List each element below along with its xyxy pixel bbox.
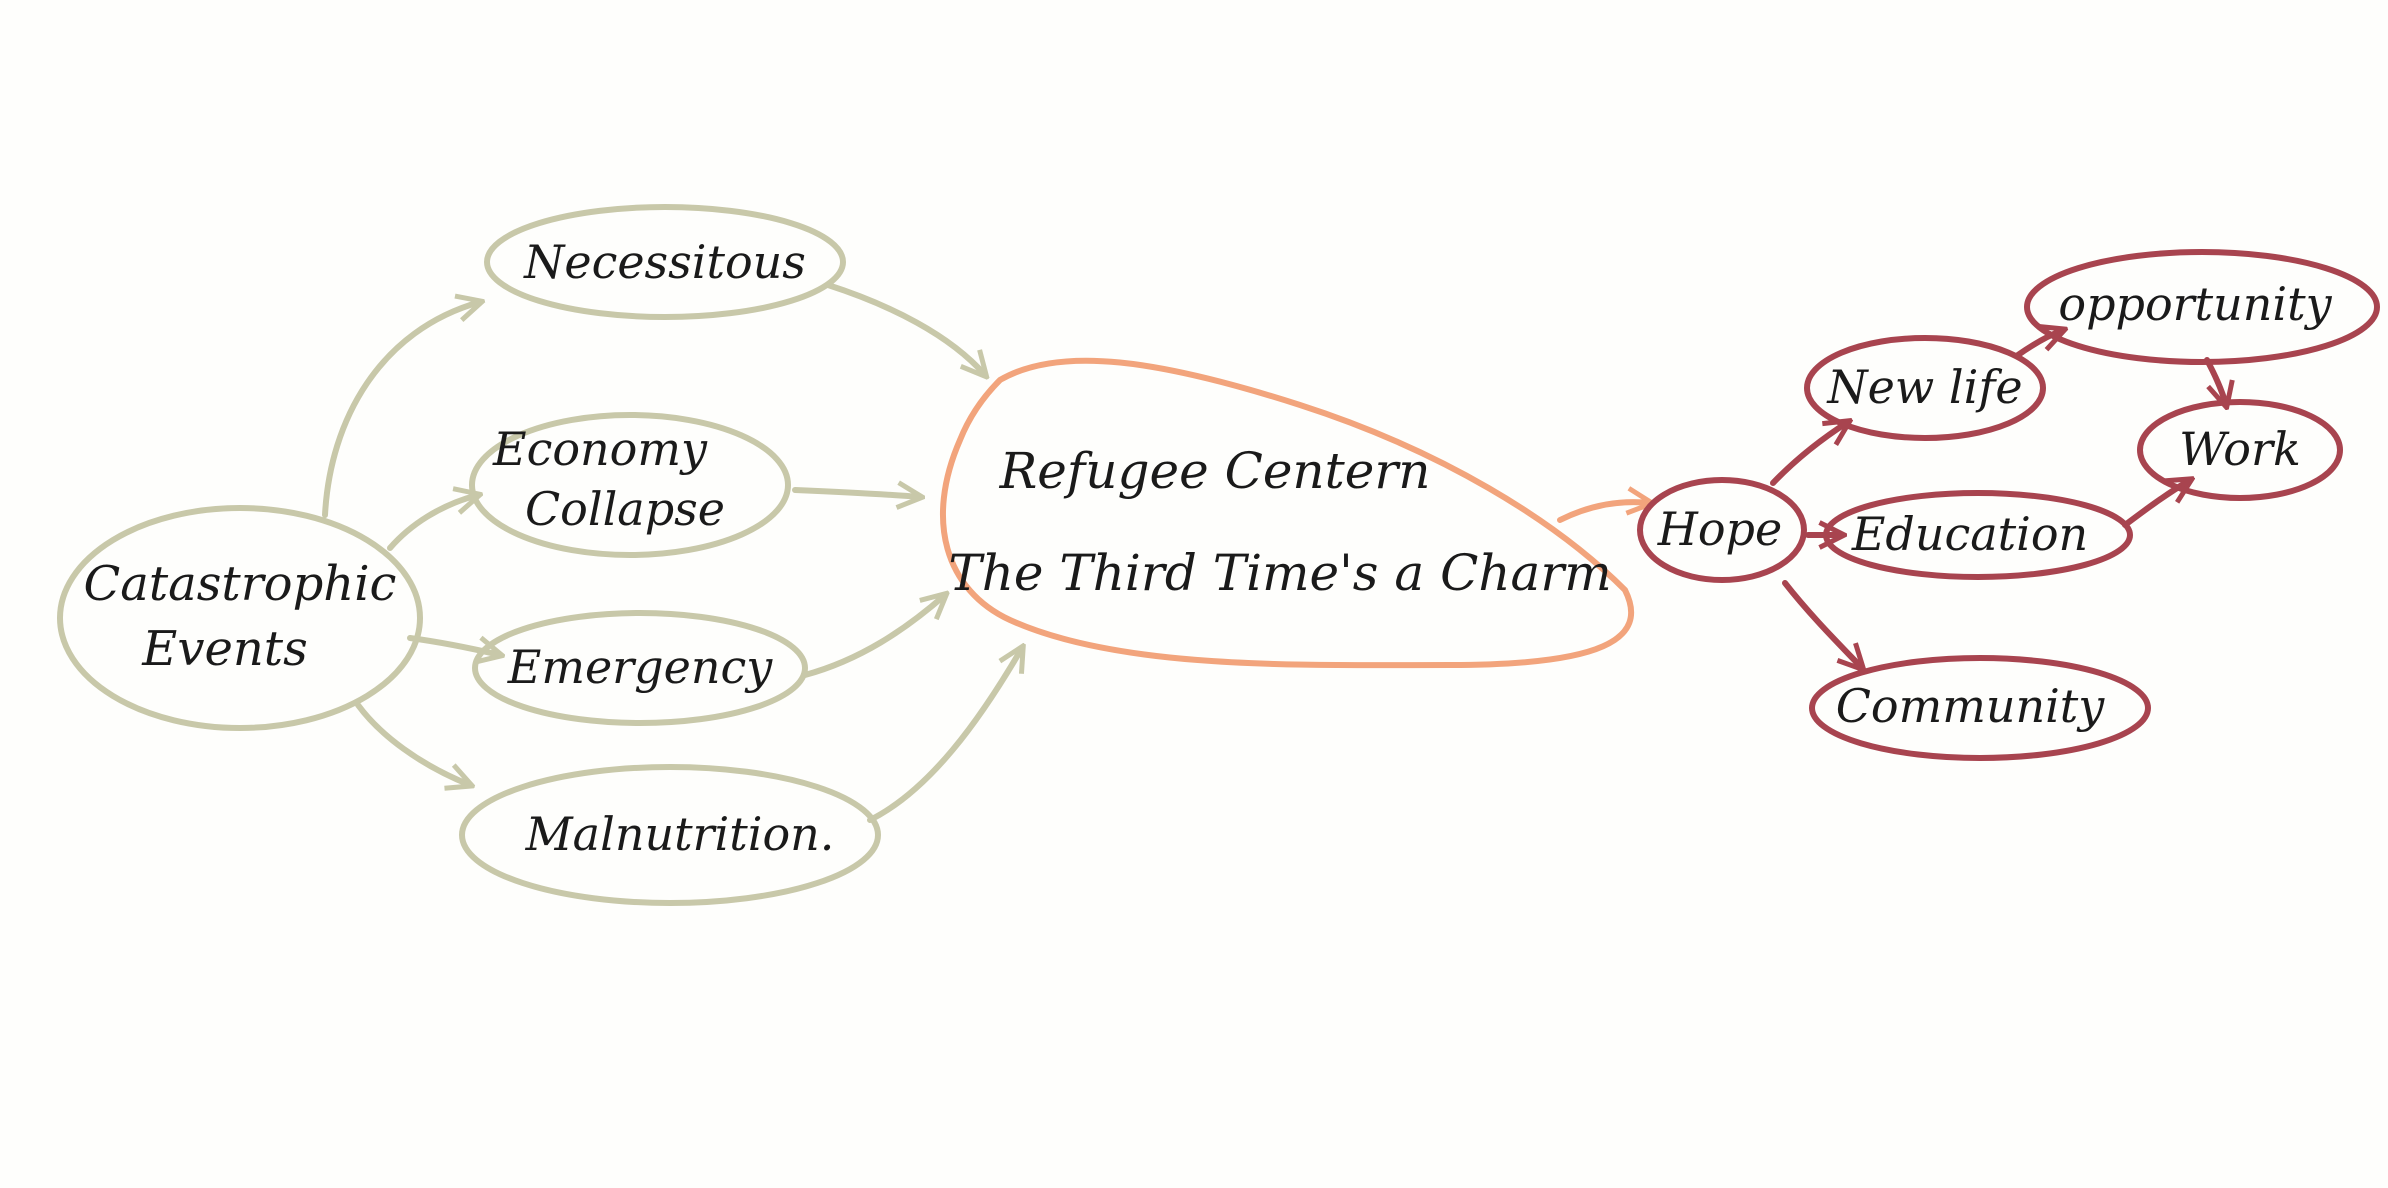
node-necessitous-outline — [484, 204, 846, 320]
node-new-life: New life — [1804, 335, 2046, 441]
edge-emergency-to-refugee — [802, 595, 945, 678]
node-education-label: Education — [1851, 507, 2088, 561]
node-malnutrition-outline — [459, 764, 881, 906]
node-catastrophic-events-outline — [57, 505, 423, 731]
edge-necessitous-to-refugee — [825, 282, 985, 375]
node-emergency-label: Emergency — [507, 640, 773, 694]
edge-opportunity-to-work — [2204, 357, 2226, 405]
node-necessitous-label: Necessitous — [523, 235, 806, 289]
node-malnutrition-label: Malnutrition. — [525, 807, 835, 861]
node-economy-collapse-outline — [469, 412, 791, 558]
node-hope-outline — [1637, 477, 1807, 583]
edge-economy-to-refugee — [792, 490, 920, 497]
node-catastrophic-events-line2: Events — [141, 621, 307, 677]
node-refugee-center-outline — [939, 357, 1635, 669]
node-community-label: Community — [1836, 679, 2106, 733]
node-emergency: Emergency — [472, 610, 808, 726]
node-economy-collapse: Economy Collapse — [469, 412, 791, 558]
edge-catastrophic-to-economy — [387, 495, 478, 551]
node-work-label: Work — [2179, 422, 2301, 476]
node-malnutrition: Malnutrition. — [459, 764, 881, 906]
node-economy-collapse-line2: Collapse — [525, 482, 725, 536]
node-opportunity: opportunity — [2024, 249, 2380, 365]
node-work: Work — [2137, 399, 2343, 501]
node-refugee-center: Refugee Centern The Third Time's a Charm — [939, 357, 1635, 669]
node-opportunity-outline — [2024, 249, 2380, 365]
node-education: Education — [1823, 490, 2133, 580]
node-work-outline — [2137, 399, 2343, 501]
edge-hope-to-community — [1782, 580, 1862, 668]
edge-malnutrition-to-refugee — [867, 648, 1022, 823]
edge-education-to-work — [2122, 480, 2190, 528]
node-community-outline — [1809, 655, 2151, 761]
node-hope-label: Hope — [1657, 502, 1782, 556]
node-hope: Hope — [1637, 477, 1807, 583]
node-community: Community — [1809, 655, 2151, 761]
node-new-life-label: New life — [1826, 360, 2022, 414]
node-new-life-outline — [1804, 335, 2046, 441]
node-refugee-center-line2: The Third Time's a Charm — [948, 544, 1611, 602]
node-emergency-outline — [472, 610, 808, 726]
edge-hope-to-newlife — [1770, 422, 1848, 486]
node-education-outline — [1823, 490, 2133, 580]
node-catastrophic-events-line1: Catastrophic — [84, 556, 397, 612]
node-refugee-center-line1: Refugee Centern — [999, 442, 1431, 500]
edge-catastrophic-to-necessitous — [322, 302, 480, 518]
node-economy-collapse-line1: Economy — [492, 422, 708, 476]
edge-refugee-to-hope — [1557, 502, 1650, 523]
edges-center — [1557, 502, 1650, 523]
edge-catastrophic-to-malnutrition — [355, 702, 470, 785]
node-opportunity-label: opportunity — [2058, 277, 2332, 331]
node-catastrophic-events: Catastrophic Events — [57, 505, 423, 731]
edge-newlife-to-opportunity — [2015, 330, 2063, 358]
node-necessitous: Necessitous — [484, 204, 846, 320]
